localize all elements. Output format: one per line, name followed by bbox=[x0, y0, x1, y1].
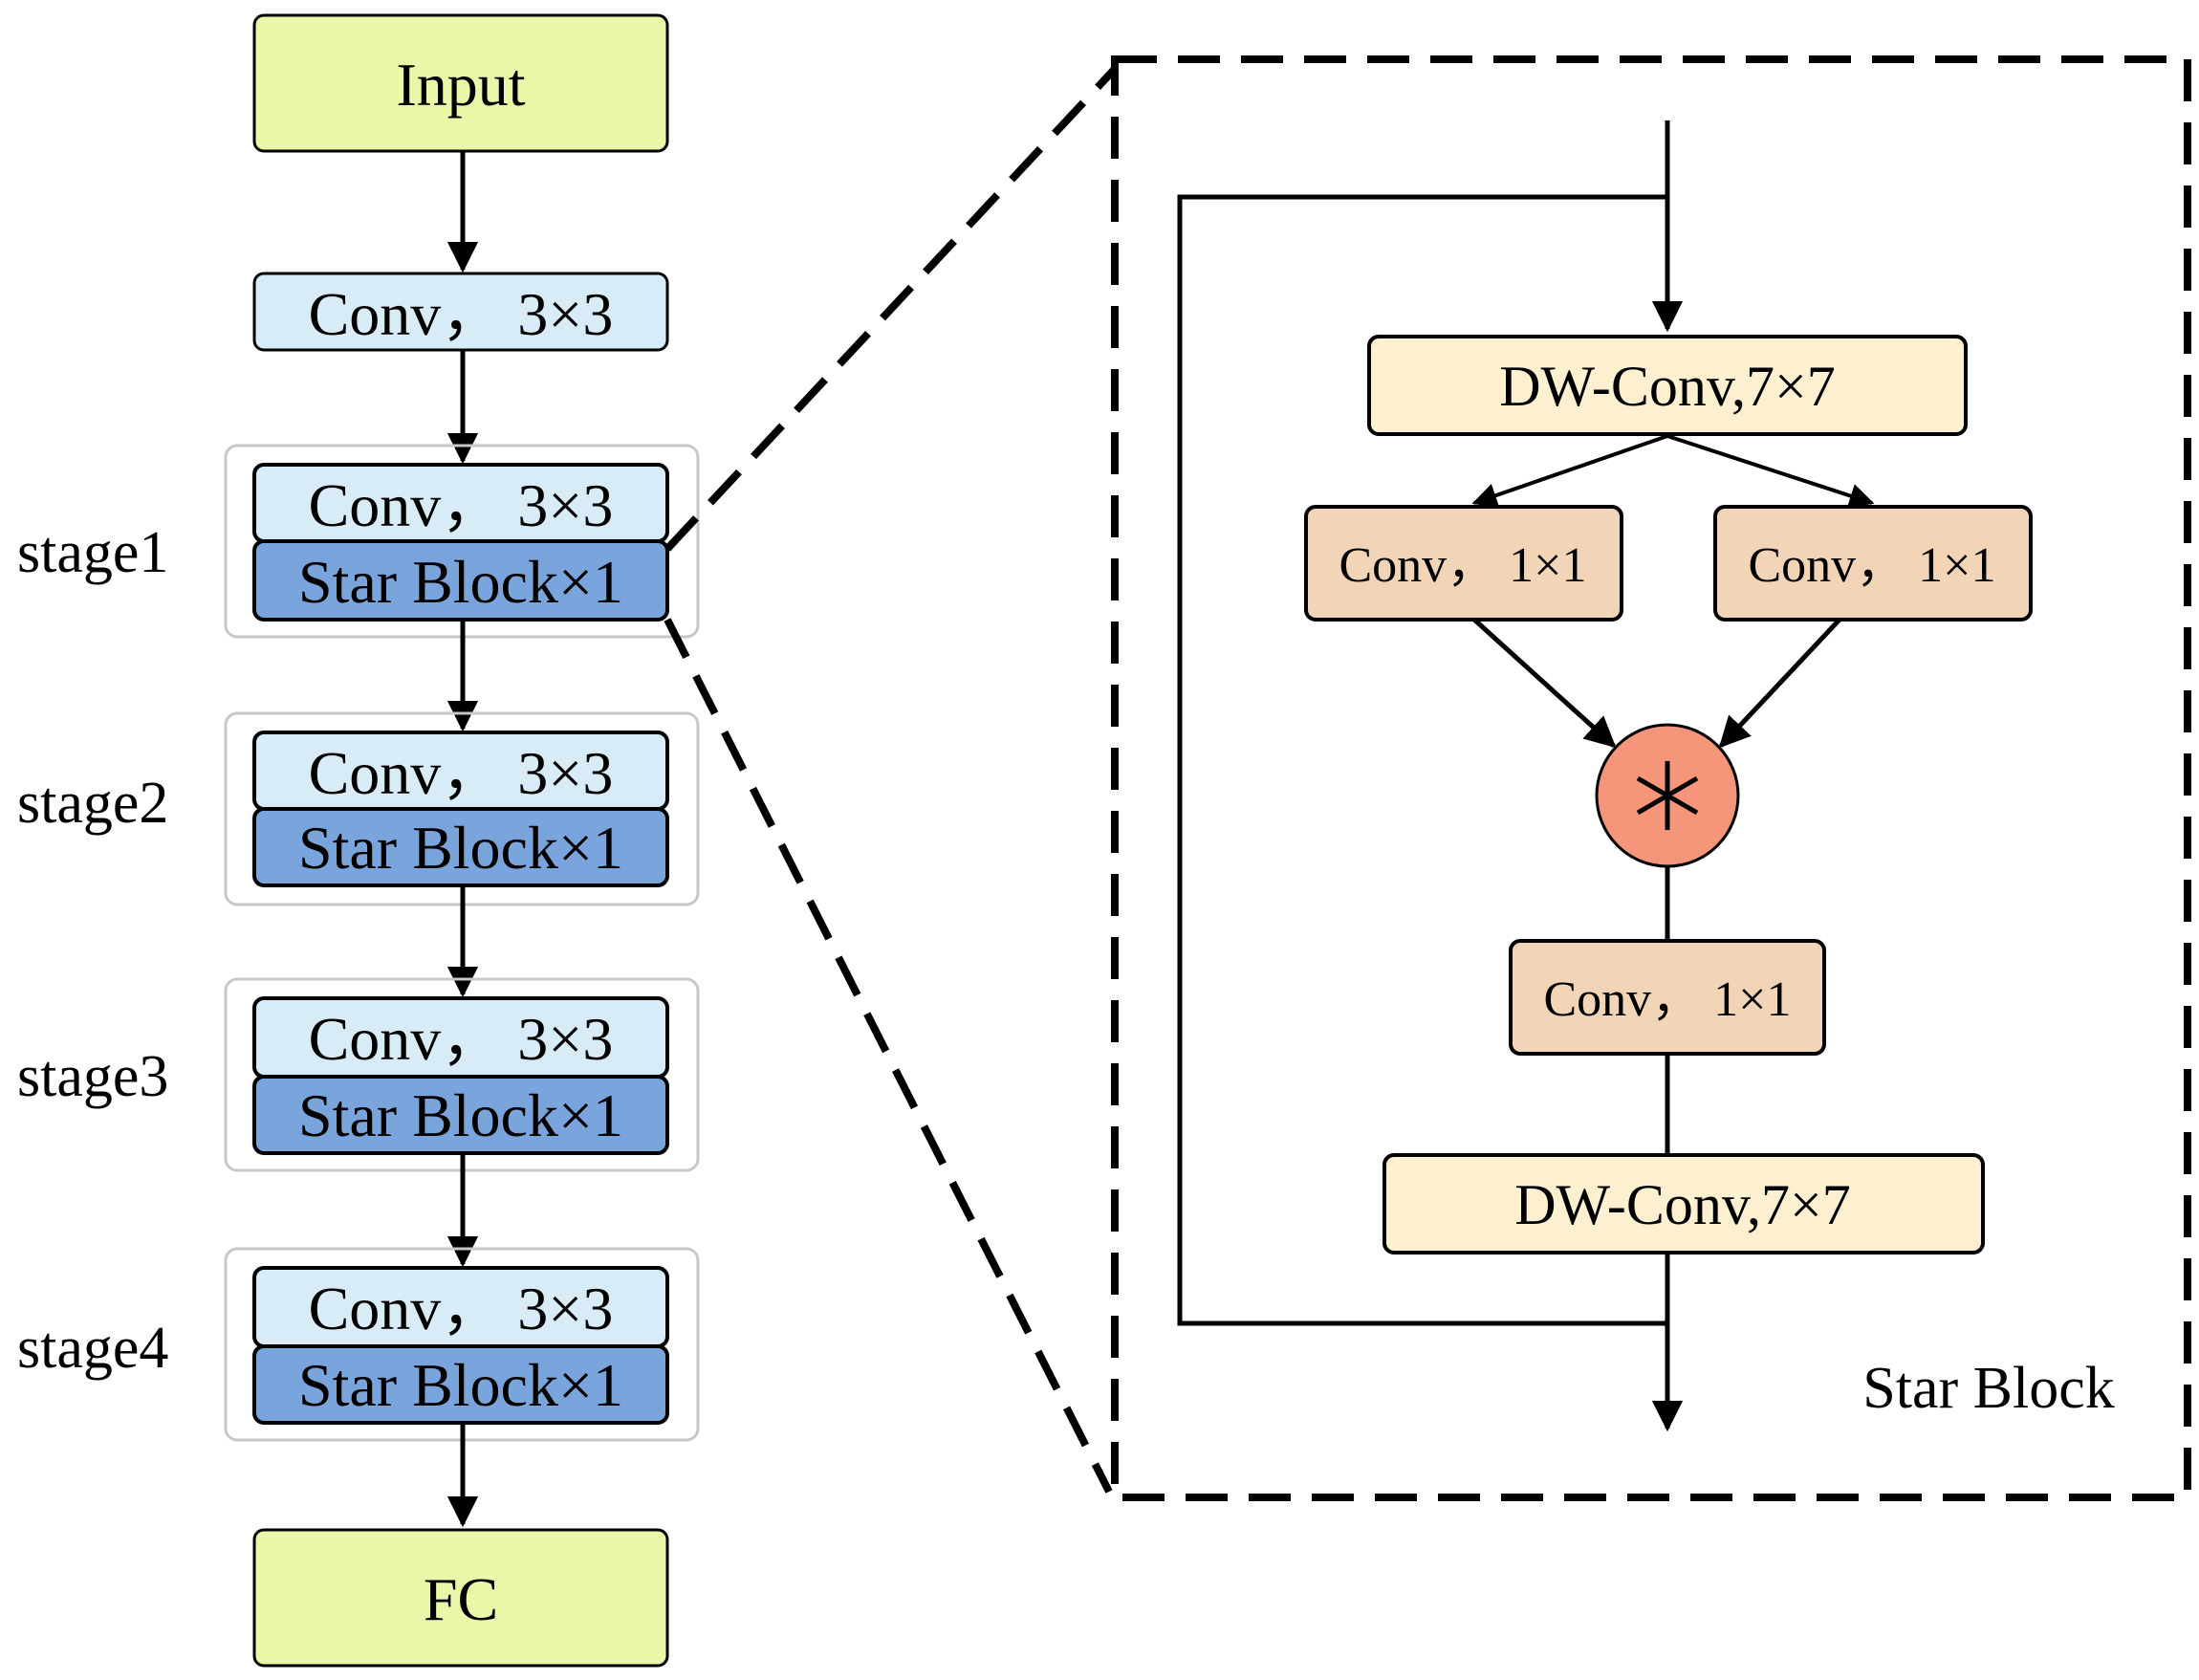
dw-conv-bottom-label: DW-Conv,7×7 bbox=[1514, 1173, 1851, 1236]
zoom-connectors bbox=[664, 66, 1118, 1494]
input-label: Input bbox=[396, 51, 525, 119]
dw-conv-bottom-box bbox=[1383, 1153, 1985, 1255]
zoom-line-top bbox=[664, 66, 1118, 552]
dw-conv-top-box bbox=[1367, 335, 1968, 436]
stem-conv-label: Conv， 3×3 bbox=[309, 280, 614, 348]
conv-right-label: Conv， 1×1 bbox=[1748, 538, 1995, 593]
arrow-left-to-star bbox=[1472, 618, 1617, 749]
fc-label: FC bbox=[424, 1565, 498, 1633]
stage4-label: stage4 bbox=[17, 1316, 168, 1381]
asterisk-icon bbox=[1595, 723, 1740, 868]
branch-arrow-right bbox=[1666, 434, 1875, 509]
zoom-line-bottom bbox=[664, 618, 1113, 1494]
star-block-title: Star Block bbox=[1862, 1356, 2114, 1421]
stage1-label: stage1 bbox=[17, 520, 168, 585]
fc-node: FC bbox=[252, 1528, 669, 1668]
stage3-group: Conv， 3×3 Star Block×1 stage3 bbox=[17, 977, 700, 1172]
stage3-star-block-label: Star Block×1 bbox=[298, 1081, 623, 1149]
conv-left-label: Conv， 1×1 bbox=[1339, 538, 1586, 593]
fc-box bbox=[252, 1528, 669, 1668]
stage1-group: Conv， 3×3 Star Block×1 stage1 bbox=[17, 444, 700, 639]
stage1-star-block-label: Star Block×1 bbox=[298, 548, 623, 616]
stage1-conv-label: Conv， 3×3 bbox=[309, 471, 614, 539]
branch-arrow-left bbox=[1471, 434, 1668, 508]
arrow-right-to-star bbox=[1718, 618, 1841, 749]
dw-conv-top-label: DW-Conv,7×7 bbox=[1499, 355, 1836, 418]
stage2-label: stage2 bbox=[17, 771, 168, 836]
star-block-dashed-frame bbox=[1111, 55, 2191, 1501]
input-node: Input bbox=[252, 13, 669, 153]
conv-bottom-label: Conv， 1×1 bbox=[1543, 972, 1791, 1027]
residual-connection bbox=[1177, 194, 1667, 1326]
stage4-conv-label: Conv， 3×3 bbox=[309, 1275, 614, 1342]
stage4-group: Conv， 3×3 Star Block×1 stage4 bbox=[17, 1247, 700, 1442]
stem-conv-node: Conv， 3×3 bbox=[252, 272, 669, 352]
stage2-conv-label: Conv， 3×3 bbox=[309, 739, 614, 807]
stage2-group: Conv， 3×3 Star Block×1 stage2 bbox=[17, 711, 700, 906]
conv-right-box bbox=[1713, 505, 2033, 622]
stage3-conv-label: Conv， 3×3 bbox=[309, 1005, 614, 1073]
stage2-star-block-label: Star Block×1 bbox=[298, 814, 623, 882]
stage3-label: stage3 bbox=[17, 1044, 168, 1109]
conv-left-box bbox=[1304, 505, 1623, 622]
star-block-detail: DW-Conv,7×7 Conv， 1×1 Conv， 1×1 Conv， 1×… bbox=[1111, 55, 2191, 1501]
stage4-star-block-label: Star Block×1 bbox=[298, 1351, 623, 1419]
backbone: Input Conv， 3×3 Conv， 3×3 Star Block×1 s… bbox=[17, 13, 700, 1668]
